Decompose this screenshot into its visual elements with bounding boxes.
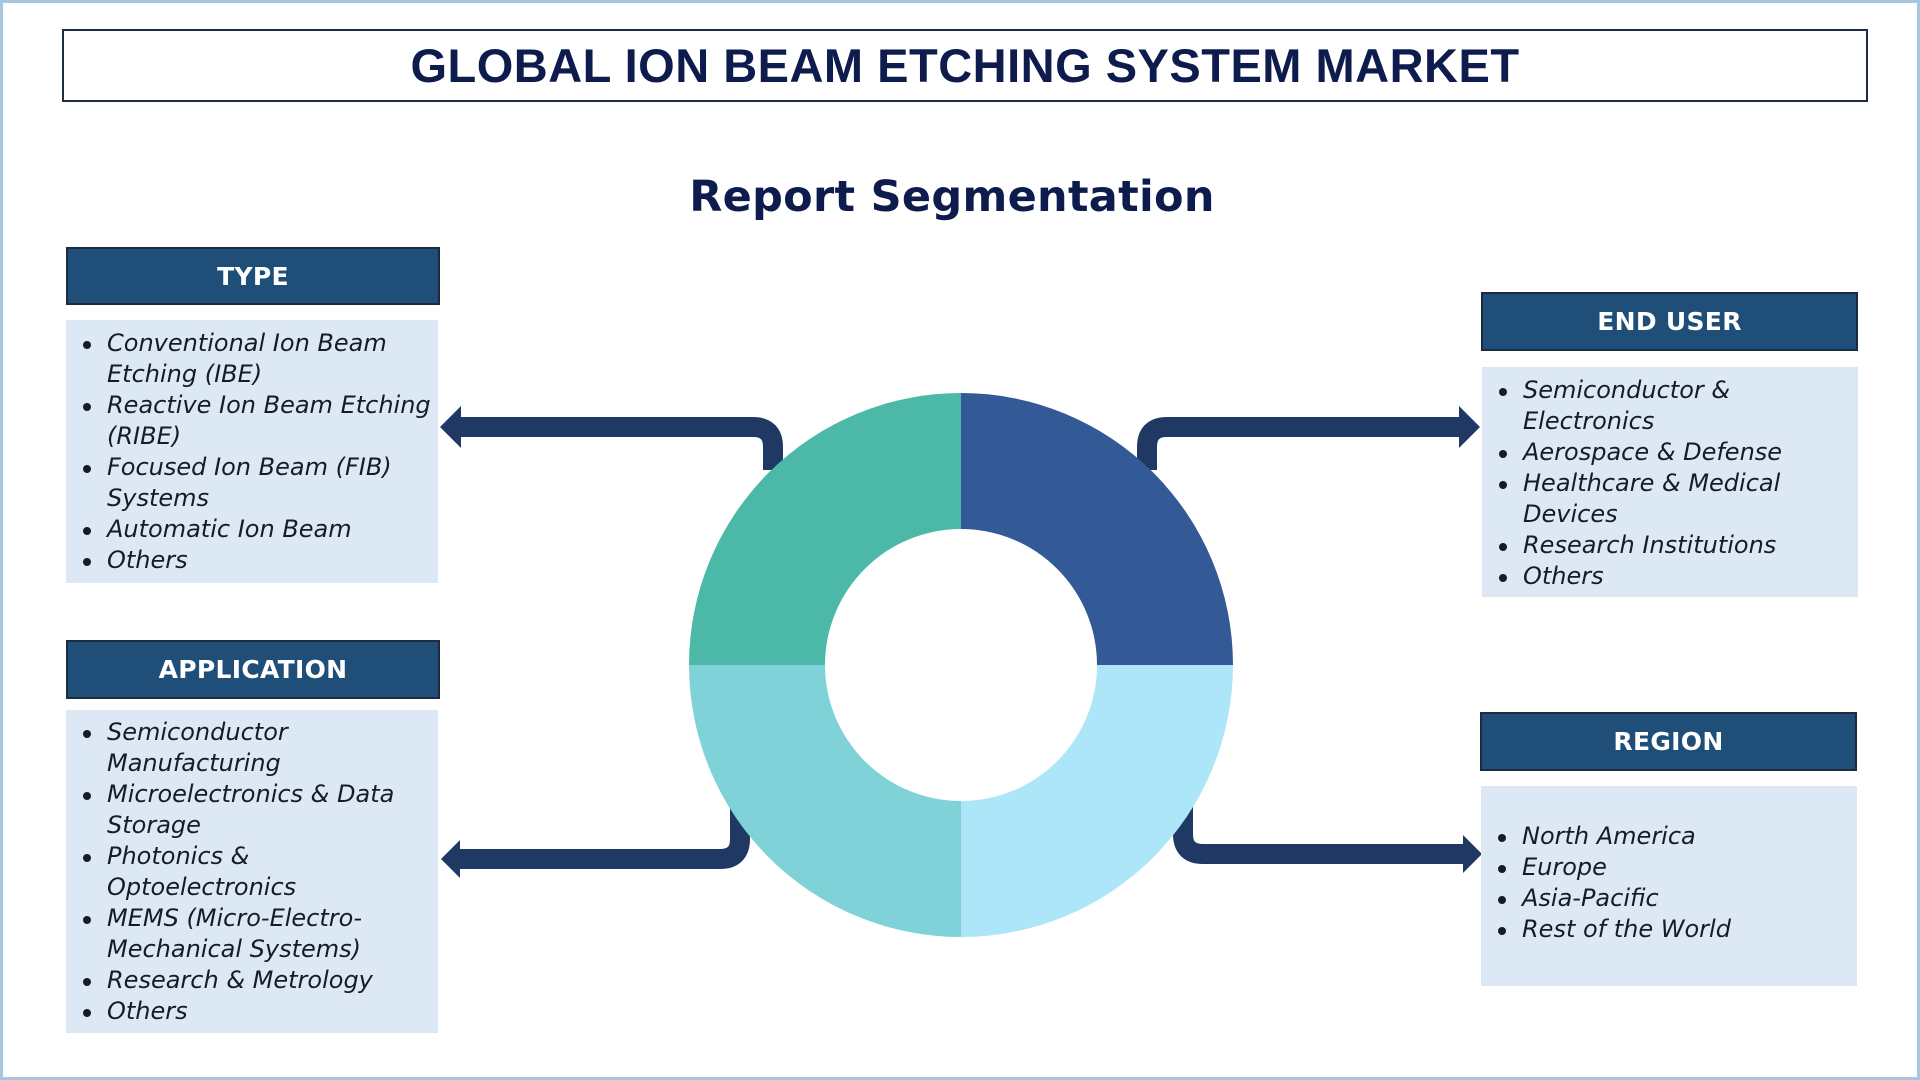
list-item: North America — [1481, 821, 1851, 852]
donut-quadrant-top-left — [689, 393, 961, 665]
list-item: Focused Ion Beam (FIB) Systems — [66, 452, 432, 514]
list-item: Asia-Pacific — [1481, 883, 1851, 914]
list-item: Others — [66, 545, 432, 576]
segment-header-end-user: END USER — [1481, 292, 1858, 351]
segment-header-region: REGION — [1480, 712, 1857, 771]
list-item: Aerospace & Defense — [1482, 437, 1852, 468]
title-banner: GLOBAL ION BEAM ETCHING SYSTEM MARKET — [62, 29, 1868, 102]
arrowhead-right-icon — [1463, 835, 1482, 873]
list-item: Others — [1482, 561, 1852, 592]
donut-quadrant-bottom-left — [689, 665, 961, 937]
arrow-to-region — [1173, 790, 1464, 864]
segment-list-end-user: Semiconductor & Electronics Aerospace & … — [1482, 367, 1858, 597]
arrowhead-left-icon — [440, 406, 461, 448]
list-item: Research Institutions — [1482, 530, 1852, 561]
connector-arrows — [458, 417, 1464, 869]
list-item: Conventional Ion Beam Etching (IBE) — [66, 328, 432, 390]
donut-chart — [689, 393, 1233, 937]
arrowhead-right-icon — [1459, 406, 1480, 448]
segment-header-type: TYPE — [66, 247, 440, 305]
arrow-to-type — [458, 417, 783, 470]
list-item: Europe — [1481, 852, 1851, 883]
list-item: Microelectronics & Data Storage — [66, 779, 432, 841]
list-item: Healthcare & Medical Devices — [1482, 468, 1852, 530]
list-item: Research & Metrology — [66, 965, 432, 996]
list-item: Semiconductor Manufacturing — [66, 717, 432, 779]
list-item: Photonics & Optoelectronics — [66, 841, 432, 903]
segment-list-type: Conventional Ion Beam Etching (IBE) Reac… — [66, 320, 438, 583]
list-item: Automatic Ion Beam — [66, 514, 432, 545]
list-item: Reactive Ion Beam Etching (RIBE) — [66, 390, 432, 452]
segment-header-application: APPLICATION — [66, 640, 440, 699]
segment-list-application: Semiconductor Manufacturing Microelectro… — [66, 710, 438, 1033]
list-item: MEMS (Micro-Electro-Mechanical Systems) — [66, 903, 432, 965]
list-item: Others — [66, 996, 432, 1027]
arrowhead-left-icon — [441, 840, 460, 878]
section-subtitle: Report Segmentation — [689, 172, 1215, 222]
segment-list-region: North America Europe Asia-Pacific Rest o… — [1481, 786, 1857, 986]
page-title: GLOBAL ION BEAM ETCHING SYSTEM MARKET — [410, 39, 1520, 92]
arrowheads — [440, 406, 1482, 878]
list-item: Semiconductor & Electronics — [1482, 375, 1852, 437]
donut-quadrant-top-right — [961, 393, 1233, 665]
list-item: Rest of the World — [1481, 914, 1851, 945]
arrow-to-application — [458, 790, 750, 869]
donut-quadrant-bottom-right — [961, 665, 1233, 937]
arrow-to-end-user — [1137, 417, 1462, 470]
